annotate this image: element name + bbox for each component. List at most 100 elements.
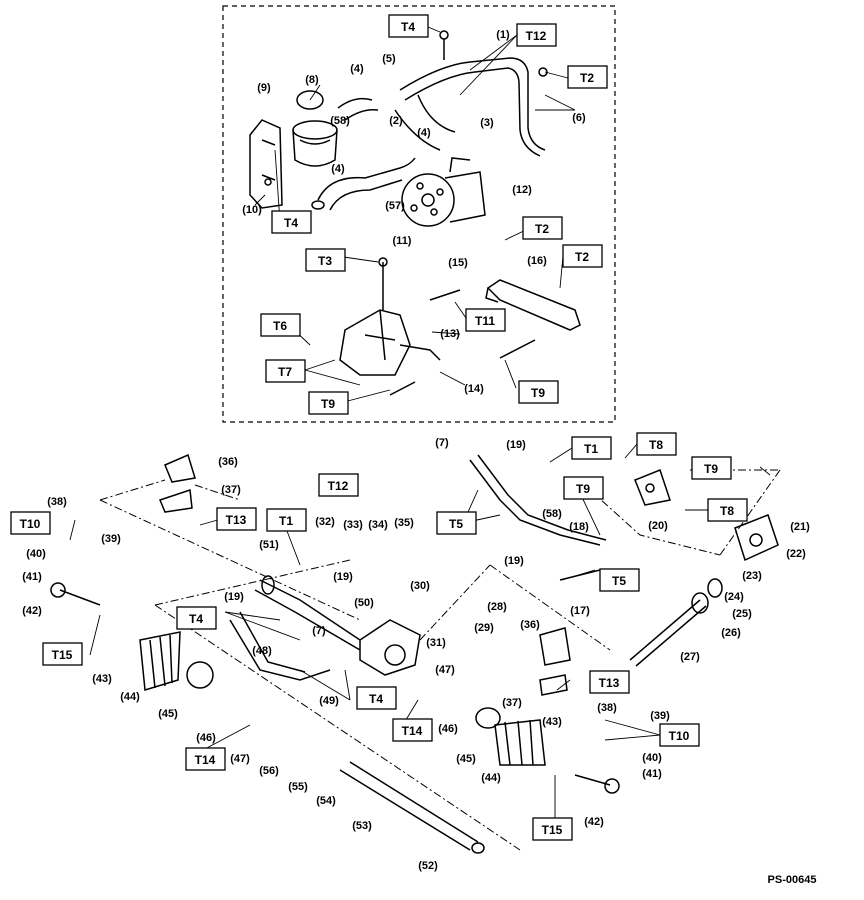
pipes-bottom [229, 454, 607, 681]
part-label: (10) [242, 204, 262, 216]
diagram-reference-code: PS-00645 [768, 874, 817, 886]
torque-t14: T14 [195, 753, 216, 767]
part-label: (3) [480, 117, 494, 129]
torque-t7: T7 [278, 365, 292, 379]
torque-t5: T5 [612, 574, 626, 588]
part-label: (37) [221, 484, 241, 496]
torque-t3: T3 [318, 254, 332, 268]
torque-t2: T2 [535, 222, 549, 236]
part-label: (45) [456, 753, 476, 765]
part-label: (33) [343, 519, 363, 531]
part-label: (28) [487, 601, 507, 613]
part-label: (8) [305, 74, 319, 86]
torque-t4: T4 [189, 612, 203, 626]
part-label: (44) [120, 691, 140, 703]
part-label: (19) [333, 571, 353, 583]
part-label: (31) [426, 637, 446, 649]
valve-20 [634, 469, 671, 506]
part-label: (50) [354, 597, 374, 609]
part-label: (46) [196, 732, 216, 744]
part-label: (55) [288, 781, 308, 793]
torque-t2: T2 [580, 71, 594, 85]
part-label: (4) [331, 163, 345, 175]
part-label: (13) [440, 328, 460, 340]
part-label: (21) [790, 521, 810, 533]
torque-t13: T13 [226, 513, 247, 527]
part-label: (17) [570, 605, 590, 617]
torque-t14: T14 [402, 724, 423, 738]
pinion-shaft [629, 578, 723, 667]
part-label: (42) [584, 816, 604, 828]
part-labels-top: (1) (2) (3) (4) (4) (4) (5) (6) (8) (9) … [242, 29, 586, 395]
bracket-16 [485, 279, 581, 331]
part-labels-bottom: (7) (19) (18) (58) (19) (17) (20) (21) (… [22, 437, 810, 872]
part-label: (4) [350, 63, 364, 75]
oil-pump [401, 157, 486, 227]
torque-t4: T4 [369, 692, 383, 706]
torque-t4: T4 [401, 20, 415, 34]
clamps-36-37 [158, 453, 571, 696]
part-label: (15) [448, 257, 468, 269]
part-label: (41) [642, 768, 662, 780]
housing-22 [734, 514, 779, 562]
part-label: (29) [474, 622, 494, 634]
torque-t12: T12 [328, 479, 349, 493]
hose-58-top [337, 97, 379, 121]
torque-t9: T9 [704, 462, 718, 476]
part-label: (48) [252, 645, 272, 657]
part-label: (36) [218, 456, 238, 468]
rack-bar-tube [339, 761, 485, 854]
part-label: (1) [496, 29, 510, 41]
part-label: (25) [732, 608, 752, 620]
suction-hose-57 [311, 157, 416, 211]
torque-t11: T11 [475, 314, 495, 328]
part-label: (39) [650, 710, 670, 722]
boots [139, 631, 546, 766]
part-label: (36) [520, 619, 540, 631]
torque-t9: T9 [321, 397, 335, 411]
part-label: (19) [506, 439, 526, 451]
part-label: (4) [417, 127, 431, 139]
tie-rod-ends [50, 582, 620, 794]
connector-lines [99, 469, 781, 851]
reservoir-bracket [249, 119, 283, 209]
part-label: (47) [230, 753, 250, 765]
part-label: (38) [47, 496, 67, 508]
torque-t4: T4 [284, 216, 298, 230]
part-label: (51) [259, 539, 279, 551]
part-label: (37) [502, 697, 522, 709]
part-label: (27) [680, 651, 700, 663]
part-label: (14) [464, 383, 484, 395]
part-label: (16) [527, 255, 547, 267]
part-label: (45) [158, 708, 178, 720]
part-label: (41) [22, 571, 42, 583]
part-label: (11) [393, 235, 412, 247]
part-label: (32) [315, 516, 335, 528]
torque-t8: T8 [720, 504, 734, 518]
torque-t15: T15 [52, 648, 73, 662]
torque-t10: T10 [20, 517, 41, 531]
torque-label-text: T4 T12 T2 T4 T2 T3 T2 T11 T6 T7 T9 T9 T1… [20, 20, 735, 837]
pump-bracket [339, 309, 441, 376]
part-label: (47) [435, 664, 455, 676]
bolts-top [378, 30, 548, 396]
part-label: (7) [435, 437, 449, 449]
part-label: (2) [389, 115, 403, 127]
part-label: (19) [504, 555, 524, 567]
torque-t6: T6 [273, 319, 287, 333]
part-label: (38) [597, 702, 617, 714]
torque-t9: T9 [576, 482, 590, 496]
torque-t10: T10 [669, 729, 690, 743]
gearbox-assembly [254, 575, 421, 676]
part-label: (6) [572, 112, 586, 124]
part-label: (22) [786, 548, 806, 560]
torque-t1: T1 [279, 514, 293, 528]
part-label: (19) [224, 591, 244, 603]
part-label: (43) [542, 716, 562, 728]
part-label: (53) [352, 820, 372, 832]
torque-t5: T5 [449, 517, 463, 531]
part-label: (43) [92, 673, 112, 685]
part-label: (42) [22, 605, 42, 617]
torque-t2: T2 [575, 250, 589, 264]
